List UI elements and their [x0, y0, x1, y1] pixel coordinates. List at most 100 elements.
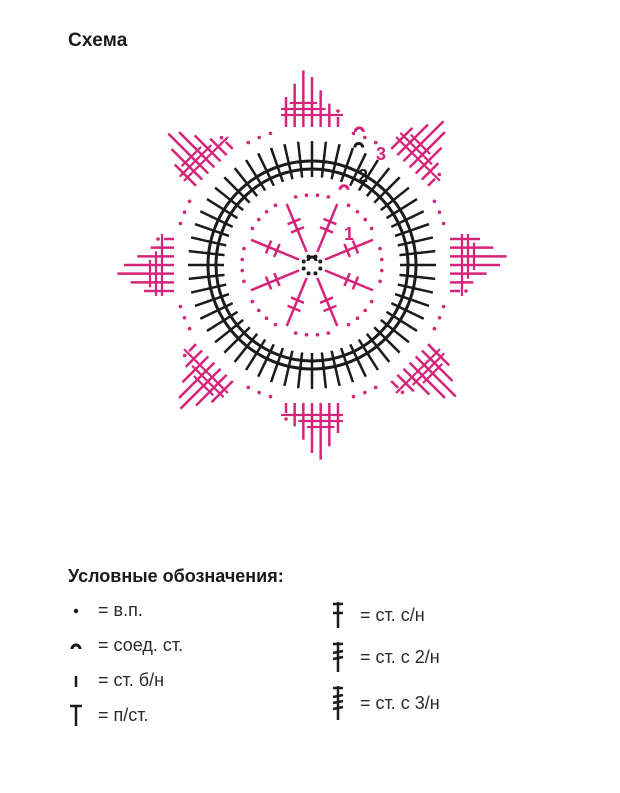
round2-tick — [402, 319, 408, 328]
chain-dot — [256, 217, 261, 222]
round3-bar — [411, 144, 421, 153]
round2-stitch — [296, 352, 304, 389]
round2-stitch — [233, 333, 259, 363]
round3-bar — [399, 131, 409, 141]
round3-bar — [185, 162, 194, 172]
round3-bar — [197, 370, 207, 380]
chain-dot — [363, 217, 368, 222]
round2-stitch — [269, 347, 285, 383]
round3-bar — [189, 166, 198, 176]
round1-bar — [319, 296, 334, 304]
chain-dot — [315, 332, 320, 337]
chain-dot — [182, 210, 187, 214]
round3-bar — [201, 154, 211, 164]
chain-dot — [178, 221, 183, 226]
round3-bar — [395, 385, 404, 394]
round2-tick — [377, 176, 384, 182]
round3-stitch — [188, 343, 197, 353]
round3-stitch — [390, 126, 414, 150]
round3-bar — [401, 142, 411, 151]
round2-tick — [320, 373, 329, 375]
round3-bar — [424, 156, 433, 166]
round1-bar — [273, 243, 281, 258]
round3-bar — [187, 152, 196, 161]
legend-tr-label: = ст. с 2/н — [360, 646, 440, 667]
round3-bar — [195, 360, 205, 370]
chain-dot — [306, 271, 311, 276]
round1-stitch — [316, 203, 339, 253]
round2-tick — [395, 193, 401, 200]
round3-stitch — [396, 123, 429, 157]
round2-tick — [283, 156, 292, 159]
chain-dot — [318, 259, 323, 264]
chain-dot — [315, 193, 320, 198]
legend-dc: = ст. с/н — [330, 600, 425, 630]
chain-dot — [264, 209, 269, 214]
round2-tick — [271, 367, 280, 371]
round3-bar — [413, 154, 423, 164]
chain-dot — [378, 246, 382, 251]
round3-stitch — [427, 177, 436, 187]
round2-tick — [402, 202, 408, 211]
round2-stitch — [339, 347, 355, 383]
chain-dot — [284, 417, 288, 421]
round3-bar — [199, 381, 208, 390]
round2-stitch — [194, 222, 230, 238]
chain-dot — [379, 268, 384, 273]
round3-bar — [417, 150, 427, 160]
round2-tick — [418, 236, 421, 245]
chain-dot — [304, 332, 309, 337]
round3-bar — [183, 173, 192, 182]
chain-dot — [293, 195, 298, 199]
round3-bar — [395, 136, 404, 145]
round2-stitch — [390, 210, 425, 228]
chain-dot — [369, 226, 374, 231]
round3-bar — [220, 385, 229, 394]
chain-dot — [363, 135, 367, 140]
round1-slip-stitch — [338, 184, 350, 190]
round2-stitch — [199, 302, 234, 320]
chain-dot — [318, 266, 323, 271]
round1-bar — [287, 304, 301, 313]
round2-stitch — [188, 273, 225, 281]
round2-stitch — [373, 176, 401, 204]
round2-slip-stitch — [353, 142, 365, 148]
round3-bar — [193, 375, 202, 384]
chain-dot — [257, 135, 261, 140]
chain-dot — [437, 316, 442, 320]
round3-stitch — [173, 163, 197, 187]
round2-stitch — [373, 326, 401, 354]
round1-bar — [264, 240, 273, 254]
legend-chain-label: = в.п. — [98, 599, 143, 620]
round2-tick — [202, 248, 204, 257]
round2-tick — [249, 355, 258, 361]
round2-stitch — [357, 338, 380, 371]
round2-tick — [240, 176, 247, 182]
round3-stitch — [195, 373, 228, 407]
round3-slip-stitch — [353, 126, 365, 133]
legend-dtr: = ст. с 3/н — [330, 684, 440, 722]
chain-dot — [250, 299, 255, 304]
round1-bar — [343, 272, 351, 287]
round3-bar — [191, 156, 200, 166]
round2-stitch — [320, 141, 328, 178]
round3-bar — [209, 383, 219, 392]
crochet-chart: 1 2 3 — [117, 70, 507, 460]
round3-bar — [205, 387, 215, 397]
round1-bar — [343, 243, 351, 258]
round3-stitch — [402, 120, 445, 163]
round2-stitch — [399, 249, 436, 257]
round1-bar — [351, 276, 360, 290]
round3-bar — [409, 133, 419, 143]
round1-stitch — [250, 238, 300, 261]
chain-dot-icon — [73, 608, 79, 614]
chain-dot — [351, 394, 356, 399]
round3-bar — [203, 144, 213, 153]
round2-stitch — [206, 197, 239, 220]
round3-bar — [407, 148, 417, 158]
round2-tick — [216, 319, 222, 328]
round2-stitch — [194, 292, 230, 308]
chain-dot — [264, 316, 269, 321]
round3-bar — [213, 142, 223, 151]
chain-dot — [242, 279, 246, 284]
